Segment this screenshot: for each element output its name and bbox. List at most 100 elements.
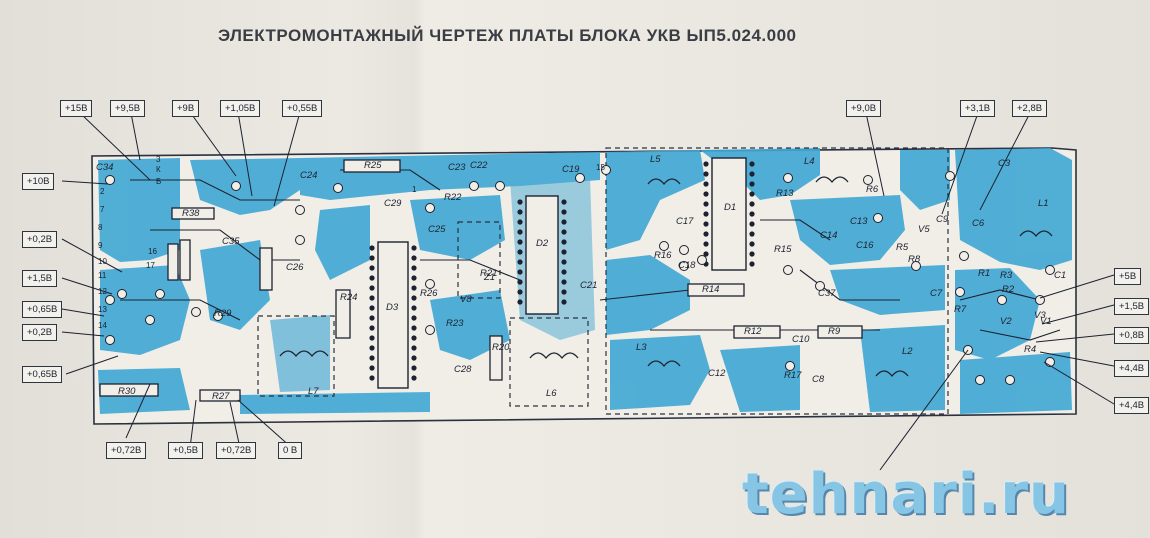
chip-pin xyxy=(369,285,375,291)
voltage-label-bottom-4: 0 В xyxy=(278,442,303,459)
pad xyxy=(231,181,241,191)
chip-pin xyxy=(517,289,523,295)
designator-r8: R8 xyxy=(908,254,921,265)
pad xyxy=(945,171,955,181)
chip-pin xyxy=(411,285,417,291)
chip-pin xyxy=(517,299,523,305)
chip-pin xyxy=(561,219,567,225)
pad xyxy=(697,255,707,265)
chip-pin xyxy=(369,345,375,351)
pad xyxy=(425,279,435,289)
pin-number-label: Б xyxy=(156,177,161,186)
resistor-bodies xyxy=(99,159,863,402)
designator-r16: R16 xyxy=(654,250,672,261)
chip-pin xyxy=(749,221,755,227)
chip-pin xyxy=(561,239,567,245)
designator-c12: C12 xyxy=(708,368,726,379)
chip-pin xyxy=(703,241,709,247)
designator-c6: C6 xyxy=(972,218,985,229)
chip-pin xyxy=(411,275,417,281)
pin-number-label: 7 xyxy=(100,205,105,214)
pad xyxy=(469,181,479,191)
designator-r30: R30 xyxy=(118,386,136,397)
designator-c3: C3 xyxy=(998,158,1011,169)
pad xyxy=(295,205,305,215)
designator-r20: R20 xyxy=(492,342,510,353)
chip-pin xyxy=(517,199,523,205)
pad xyxy=(425,325,435,335)
pin-number-label: 8 xyxy=(98,223,103,232)
voltage-label-left-2: +0,2В xyxy=(22,231,58,248)
designator-c29: C29 xyxy=(384,198,402,209)
chip-pin xyxy=(411,375,417,381)
designator-v8: V8 xyxy=(460,294,472,305)
chip-pin xyxy=(703,201,709,207)
chip-pin xyxy=(749,201,755,207)
chip-pin xyxy=(517,269,523,275)
chip-pin xyxy=(517,209,523,215)
designator-r6: R6 xyxy=(866,184,879,195)
pad xyxy=(783,265,793,275)
pin-number-label: 17 xyxy=(146,261,155,270)
designator-r7: R7 xyxy=(954,304,967,315)
designator-r2: R2 xyxy=(1002,284,1015,295)
chip-pin xyxy=(369,325,375,331)
designator-l4: L4 xyxy=(804,156,815,167)
chip-pin xyxy=(517,239,523,245)
chip-pin xyxy=(749,191,755,197)
designator-c37: C37 xyxy=(818,288,836,299)
pin-number-label: 3 xyxy=(156,155,161,164)
designator-r9: R9 xyxy=(828,326,841,337)
designator-r24: R24 xyxy=(340,292,357,303)
chip-pin xyxy=(703,161,709,167)
pad xyxy=(679,245,689,255)
chip-pin xyxy=(749,231,755,237)
pad xyxy=(863,175,873,185)
designator-c34: C34 xyxy=(96,162,113,173)
designator-z1: Z1 xyxy=(483,272,495,283)
chip-pin xyxy=(369,335,375,341)
pin-number-label: 9 xyxy=(98,241,103,250)
designator-v2: V2 xyxy=(1000,316,1012,327)
designator-c17: C17 xyxy=(676,216,694,227)
pad xyxy=(815,281,825,291)
designator-c25: C25 xyxy=(428,224,446,235)
chip-outlines xyxy=(377,157,747,389)
voltage-label-right-4: +4,4В xyxy=(1114,360,1150,377)
pad xyxy=(425,203,435,213)
voltage-label-right-1: +5В xyxy=(1114,268,1142,285)
chip-pin xyxy=(561,299,567,305)
voltage-label-bottom-3: +0,72В xyxy=(216,442,257,459)
designator-c19: C19 xyxy=(562,164,580,175)
pad xyxy=(959,251,969,261)
voltage-label-left-4: +0,65В xyxy=(22,301,63,318)
designator-r14: R14 xyxy=(702,284,719,295)
chip-pin xyxy=(749,211,755,217)
voltage-label-bottom-2: +0,5В xyxy=(168,442,204,459)
voltage-label-right-2: +1,5В xyxy=(1114,298,1150,315)
pin-number-label: 10 xyxy=(98,257,107,266)
designator-c7: C7 xyxy=(930,288,943,299)
chip-pin xyxy=(703,221,709,227)
leader-lines xyxy=(61,111,1115,471)
chip-pin xyxy=(703,171,709,177)
designator-c26: C26 xyxy=(286,262,304,273)
voltage-label-left-1: +10В xyxy=(22,173,55,190)
designator-c18: C18 xyxy=(678,260,696,271)
designator-r38: R38 xyxy=(182,208,200,219)
coil-symbols xyxy=(279,176,1053,378)
chip-pin xyxy=(517,219,523,225)
pin-number-label: 16 xyxy=(148,247,157,256)
chip-pin xyxy=(561,199,567,205)
pad xyxy=(575,173,585,183)
chip-pin xyxy=(561,209,567,215)
chip-pin xyxy=(703,191,709,197)
pad xyxy=(783,173,793,183)
designator-r4: R4 xyxy=(1024,344,1036,355)
component-pads xyxy=(105,165,1055,385)
drawing-title: ЭЛЕКТРОМОНТАЖНЫЙ ЧЕРТЕЖ ПЛАТЫ БЛОКА УКВ … xyxy=(218,26,797,45)
pad xyxy=(145,315,155,325)
